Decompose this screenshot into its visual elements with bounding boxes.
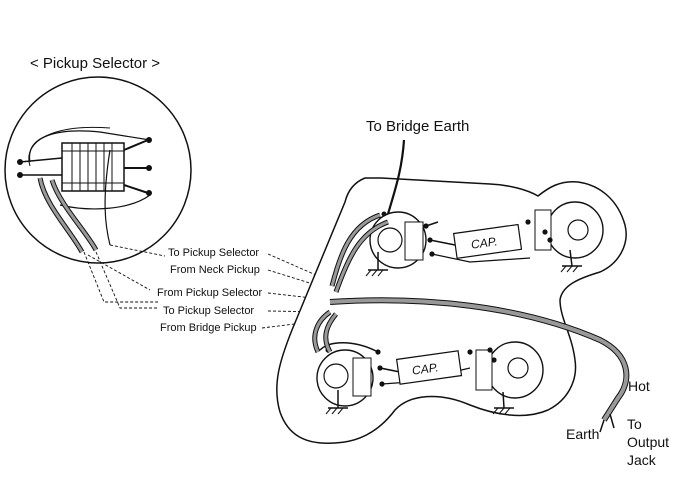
from-pickup-selector-label: From Pickup Selector [157,287,263,299]
output-jack-label-line3: Jack [627,452,656,468]
output-jack-label-line1: To [627,416,642,432]
to-pickup-selector-label-2: To Pickup Selector [163,305,255,317]
upper-capacitor [452,223,523,260]
from-neck-pickup-label: From Neck Pickup [170,264,260,276]
bridge-earth-label: To Bridge Earth [366,118,470,135]
to-pickup-selector-label-1: To Pickup Selector [168,247,260,259]
hot-label: Hot [628,378,650,394]
upper-tone-pot [525,201,604,273]
output-jack-label-line2: Output [627,434,670,450]
pickup-selector-detail [4,76,192,264]
shielded-cables [312,139,630,433]
lower-capacitor [395,350,463,385]
earth-label: Earth [566,426,600,442]
pickup-selector-title: < Pickup Selector > [30,55,161,72]
from-bridge-pickup-label: From Bridge Pickup [160,322,257,334]
lower-tone-pot [467,341,544,415]
